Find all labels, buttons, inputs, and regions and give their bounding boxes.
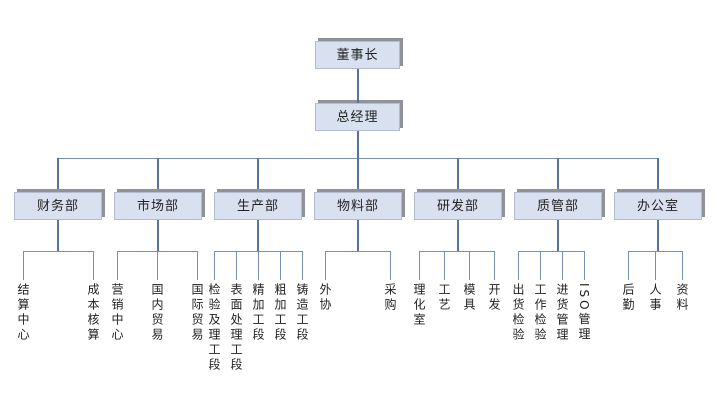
dept-office-label: 办公室 <box>636 198 679 214</box>
leaf-iso-management: ISO管理 <box>577 283 591 343</box>
connector-rail-materials <box>325 251 391 252</box>
connector-drop-materials <box>357 158 359 192</box>
dept-finance-label: 财务部 <box>36 198 79 214</box>
node-general-manager: 总经理 <box>315 103 400 131</box>
connector-drop-rnd <box>457 158 459 192</box>
connector-leaf-drop <box>157 251 158 280</box>
connector-chairman-gm <box>357 69 359 103</box>
leaf-cost-accounting: 成本核算 <box>86 283 100 343</box>
connector-leaf-drop <box>117 251 118 280</box>
connector-leaf-drop <box>682 251 683 280</box>
connector-leaf-drop <box>197 251 198 280</box>
connector-leaf-drop <box>469 251 470 280</box>
leaf-fine-machining-section: 精加工段 <box>251 283 265 343</box>
dept-materials: 物料部 <box>314 192 402 220</box>
leaf-domestic-trade: 国内贸易 <box>150 283 164 343</box>
leaf-international-trade: 国际贸易 <box>190 283 204 343</box>
connector-leaf-drop <box>390 251 391 280</box>
connector-gm-rail <box>357 131 359 158</box>
connector-leaf-drop <box>562 251 563 280</box>
connector-leaf-drop <box>325 251 326 280</box>
leaf-inspection-section: 检验及理工段 <box>207 283 221 373</box>
leaf-incoming-management: 进货管理 <box>555 283 569 343</box>
connector-leaf-drop <box>236 251 237 280</box>
connector-trunk-rnd <box>457 220 459 251</box>
connector-trunk-quality <box>557 220 559 251</box>
leaf-outgoing-inspection: 出货检验 <box>511 283 525 343</box>
connector-leaf-drop <box>258 251 259 280</box>
connector-rail-rnd <box>419 251 495 252</box>
dept-office: 办公室 <box>614 192 702 220</box>
connector-leaf-drop <box>214 251 215 280</box>
node-general-manager-label: 总经理 <box>336 109 379 125</box>
connector-drop-production <box>257 158 259 192</box>
connector-leaf-drop <box>518 251 519 280</box>
connector-drop-office <box>657 158 659 192</box>
connector-leaf-drop <box>540 251 541 280</box>
leaf-settlement-center: 结算中心 <box>16 283 30 343</box>
dept-rnd-label: 研发部 <box>436 198 479 214</box>
leaf-surface-treatment-section: 表面处理工段 <box>229 283 243 373</box>
leaf-marketing-center: 营销中心 <box>110 283 124 343</box>
connector-leaf-drop <box>628 251 629 280</box>
connector-drop-finance <box>57 158 59 192</box>
connector-leaf-drop <box>280 251 281 280</box>
connector-trunk-finance <box>57 220 59 251</box>
connector-leaf-drop <box>494 251 495 280</box>
dept-finance: 财务部 <box>14 192 102 220</box>
node-chairman: 董事长 <box>315 41 400 69</box>
dept-quality: 质管部 <box>514 192 602 220</box>
leaf-molds: 模具 <box>462 283 476 313</box>
connector-trunk-marketing <box>157 220 159 251</box>
dept-marketing-label: 市场部 <box>136 198 179 214</box>
connector-leaf-drop <box>584 251 585 280</box>
connector-leaf-drop <box>655 251 656 280</box>
leaf-process: 工艺 <box>437 283 451 313</box>
leaf-physchem-lab: 理化室 <box>412 283 426 328</box>
leaf-hr: 人事 <box>648 283 662 313</box>
leaf-purchasing: 采购 <box>383 283 397 313</box>
leaf-work-inspection: 工作检验 <box>533 283 547 343</box>
dept-marketing: 市场部 <box>114 192 202 220</box>
dept-production-label: 生产部 <box>236 198 279 214</box>
connector-trunk-office <box>657 220 659 251</box>
connector-leaf-drop <box>302 251 303 280</box>
connector-trunk-production <box>257 220 259 251</box>
dept-production: 生产部 <box>214 192 302 220</box>
connector-leaf-drop <box>419 251 420 280</box>
connector-leaf-drop <box>444 251 445 280</box>
node-chairman-label: 董事长 <box>336 47 379 63</box>
connector-leaf-drop <box>23 251 24 280</box>
connector-drop-marketing <box>157 158 159 192</box>
leaf-casting-section: 铸造工段 <box>295 283 309 343</box>
connector-leaf-drop <box>93 251 94 280</box>
leaf-outsourcing: 外协 <box>318 283 332 313</box>
dept-quality-label: 质管部 <box>536 198 579 214</box>
connector-drop-quality <box>557 158 559 192</box>
connector-trunk-materials <box>357 220 359 251</box>
connector-rail-quality <box>518 251 585 252</box>
leaf-rough-machining-section: 粗加工段 <box>273 283 287 343</box>
leaf-documents: 资料 <box>675 283 689 313</box>
leaf-development: 开发 <box>487 283 501 313</box>
dept-materials-label: 物料部 <box>336 198 379 214</box>
connector-rail-finance <box>23 251 94 252</box>
leaf-logistics: 后勤 <box>621 283 635 313</box>
dept-rnd: 研发部 <box>414 192 502 220</box>
